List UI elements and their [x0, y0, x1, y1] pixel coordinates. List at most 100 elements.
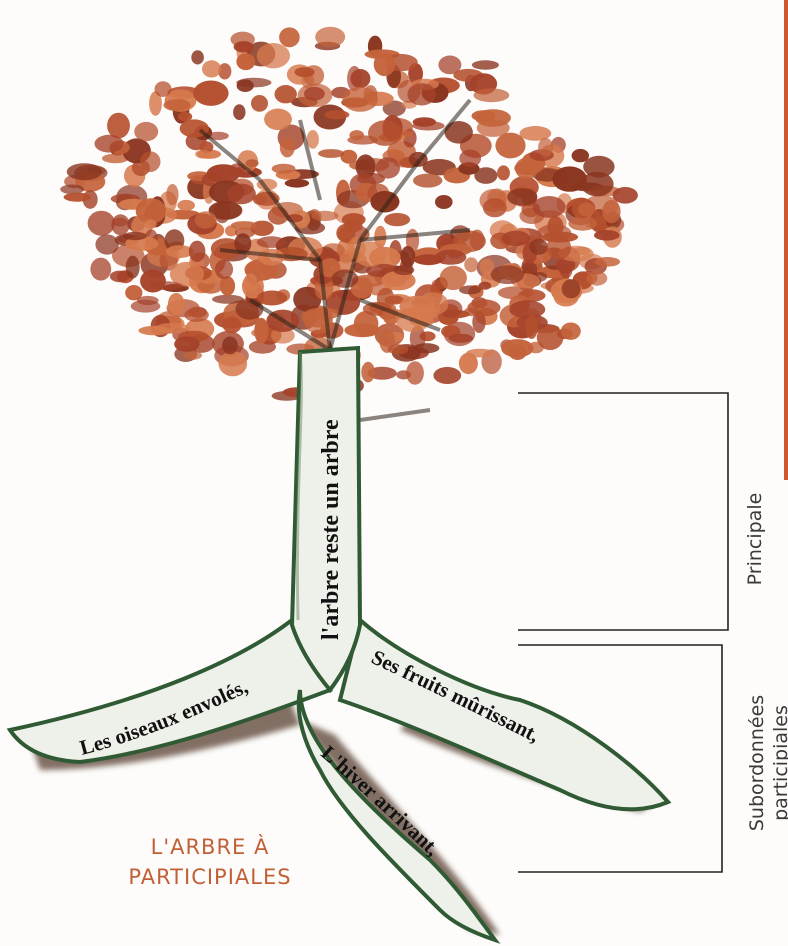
leaf-cluster — [525, 315, 538, 339]
label-subordonnees-line1: Subordonnées — [746, 693, 768, 833]
leaf-cluster — [95, 234, 118, 254]
leaf-cluster — [123, 232, 147, 240]
leaf-cluster — [234, 41, 254, 52]
leaf-cluster — [529, 239, 548, 255]
leaf-cluster — [318, 149, 344, 158]
leaf-cluster — [272, 164, 296, 174]
trunk-text: l'arbre reste un arbre — [318, 419, 344, 640]
leaf-cluster — [538, 138, 553, 157]
leaf-cluster — [90, 258, 111, 281]
leaf-cluster — [578, 203, 595, 217]
leaf-cluster — [223, 317, 242, 333]
leaf-cluster — [107, 113, 130, 139]
leaf-cluster — [595, 257, 620, 267]
leaf-cluster — [279, 27, 300, 47]
leaf-cluster — [110, 271, 129, 283]
leaf-cluster — [350, 69, 370, 88]
leaf-cluster — [413, 174, 442, 188]
leaf-cluster — [562, 279, 581, 298]
leaf-cluster — [495, 133, 525, 159]
bracket-principale — [518, 393, 728, 630]
leaf-cluster — [195, 150, 211, 159]
leaf-cluster — [189, 241, 206, 262]
leaf-cluster — [254, 318, 268, 344]
leaf-cluster — [222, 337, 238, 355]
leaf-cluster — [264, 109, 292, 131]
leaf-cluster — [464, 307, 480, 316]
leaf-cluster — [459, 150, 481, 168]
leaf-cluster — [236, 53, 255, 70]
leaf-cluster — [433, 367, 461, 384]
leaf-cluster — [155, 81, 172, 97]
leaf-cluster — [497, 165, 510, 180]
label-subordonnees-line2: participiales — [770, 693, 788, 833]
leaf-cluster — [401, 246, 416, 268]
leaf-cluster — [474, 88, 510, 102]
leaf-cluster — [191, 50, 204, 64]
leaf-cluster — [168, 293, 185, 315]
leaf-cluster — [164, 99, 191, 111]
leaf-cluster — [220, 276, 235, 296]
root-left-shape — [10, 620, 330, 762]
leaf-cluster — [349, 130, 364, 140]
leaf-cluster — [193, 81, 228, 106]
leaf-cluster — [332, 270, 358, 288]
leaf-cluster — [464, 257, 478, 272]
leaf-cluster — [285, 179, 309, 188]
leaf-cluster — [257, 43, 290, 68]
leaf-cluster — [394, 265, 415, 275]
leaf-cluster — [474, 167, 497, 184]
leaf-cluster — [594, 230, 620, 241]
leaf-cluster — [137, 296, 159, 305]
leaf-cluster — [502, 231, 531, 246]
leaf-cluster — [533, 196, 566, 218]
leaf-cluster — [374, 53, 396, 76]
leaf-cluster — [440, 266, 467, 290]
leaf-cluster — [177, 200, 195, 211]
leaf-cluster — [435, 195, 453, 209]
leaf-cluster — [602, 200, 620, 223]
leaf-cluster — [237, 79, 254, 92]
leaf-cluster — [449, 334, 473, 343]
leaf-cluster — [384, 213, 410, 226]
leaf-cluster — [95, 135, 124, 153]
leaf-cluster — [472, 60, 499, 70]
leaf-cluster — [547, 235, 571, 260]
title-line1: L'ARBRE À — [90, 832, 330, 862]
leaf-cluster — [561, 323, 581, 340]
leaf-cluster — [202, 60, 221, 77]
leaf-cluster — [67, 163, 102, 180]
leaf-cluster — [140, 151, 160, 172]
leaf-cluster — [344, 323, 380, 337]
leaf-cluster — [195, 211, 217, 228]
leaf-cluster — [219, 351, 248, 376]
leaf-cluster — [414, 254, 444, 265]
leaf-cluster — [342, 87, 378, 112]
leaf-cluster — [472, 110, 496, 121]
leaf-cluster — [509, 300, 545, 318]
leaf-cluster — [88, 211, 115, 236]
leaf-cluster — [227, 184, 256, 205]
leaf-cluster — [587, 271, 608, 286]
leaf-cluster — [134, 122, 158, 141]
leaf-cluster — [174, 336, 199, 352]
leaf-cluster — [184, 351, 202, 360]
leaf-cluster — [501, 339, 533, 357]
leaf-cluster — [406, 361, 424, 385]
leaf-cluster — [215, 260, 233, 279]
leaf-cluster — [64, 193, 91, 202]
leaf-cluster — [459, 353, 478, 374]
leaf-cluster — [295, 67, 315, 77]
leaf-cluster — [613, 187, 638, 204]
leaf-cluster — [315, 27, 345, 47]
leaf-cluster — [257, 236, 286, 248]
leaf-cluster — [145, 219, 157, 228]
leaf-cluster — [251, 95, 268, 112]
leaf-cluster — [246, 159, 259, 167]
leaf-cluster — [233, 104, 245, 120]
leaf-cluster — [388, 344, 409, 354]
leaf-cluster — [126, 256, 140, 279]
leaf-cluster — [399, 296, 435, 317]
leaf-cluster — [231, 221, 258, 230]
leaf-cluster — [491, 265, 524, 284]
